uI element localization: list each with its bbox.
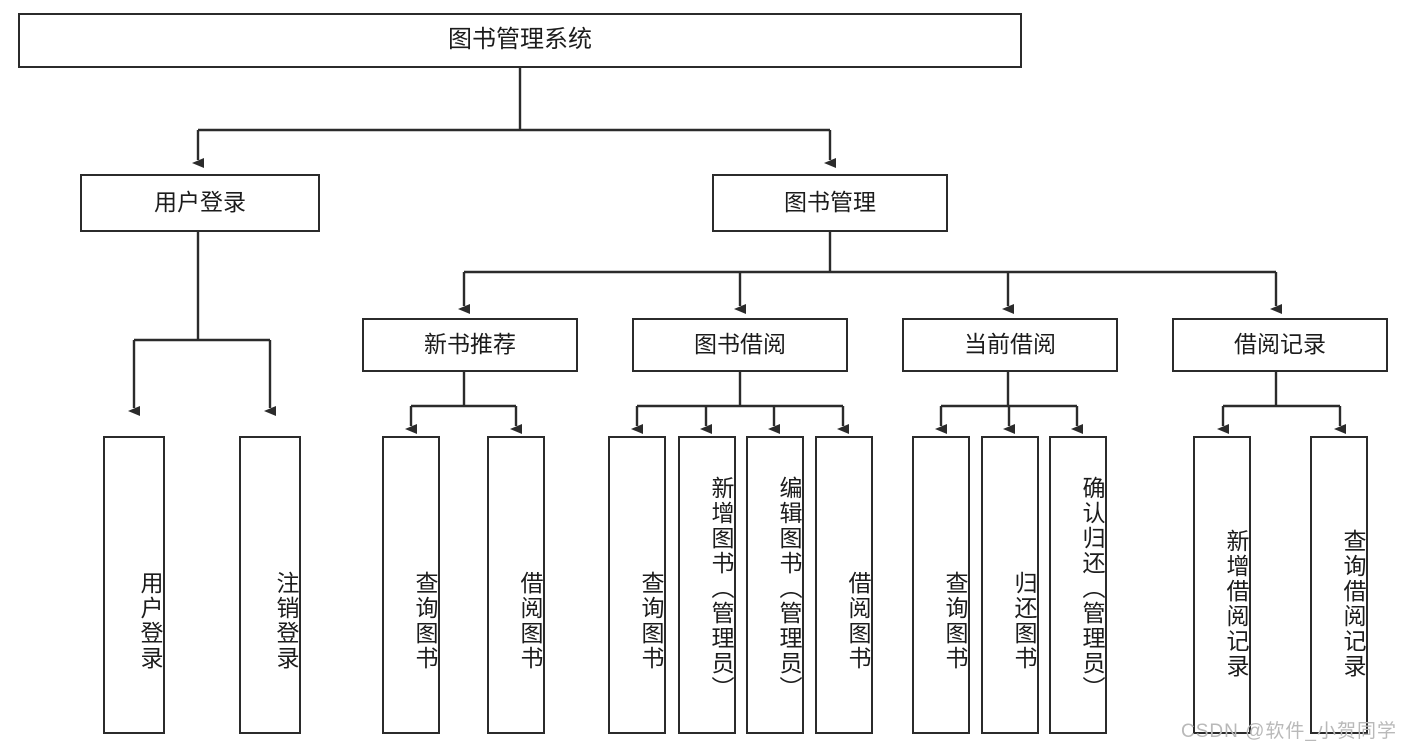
node-book-manage[interactable]: 图书管理 (712, 174, 948, 232)
node-label: 查询图书 (638, 571, 664, 671)
node-label: 新书推荐 (424, 331, 516, 358)
csdn-watermark: CSDN @软件_小贺同学 (1181, 721, 1397, 742)
node-user-login[interactable]: 用户登录 (80, 174, 320, 232)
node-leaf-confirm-return[interactable]: 确认归还（管理员） (1049, 436, 1107, 734)
node-leaf-logout[interactable]: 注销登录 (239, 436, 301, 734)
node-root-system[interactable]: 图书管理系统 (18, 13, 1022, 68)
node-new-book-recommend[interactable]: 新书推荐 (362, 318, 578, 372)
node-label: 当前借阅 (964, 331, 1056, 358)
node-label: 用户登录 (137, 571, 163, 671)
node-leaf-edit-book[interactable]: 编辑图书（管理员） (746, 436, 804, 734)
node-label: 新增借阅记录 (1223, 529, 1249, 679)
node-label: 查询图书 (412, 571, 438, 671)
node-leaf-query-book-2[interactable]: 查询图书 (608, 436, 666, 734)
node-leaf-borrow-book-2[interactable]: 借阅图书 (815, 436, 873, 734)
node-leaf-borrow-book-1[interactable]: 借阅图书 (487, 436, 545, 734)
node-leaf-add-record[interactable]: 新增借阅记录 (1193, 436, 1251, 734)
node-label: 新增图书（管理员） (708, 475, 734, 701)
node-label: 归还图书 (1011, 571, 1037, 671)
node-label: 图书管理 (784, 189, 876, 216)
node-leaf-query-book-1[interactable]: 查询图书 (382, 436, 440, 734)
node-leaf-return-book[interactable]: 归还图书 (981, 436, 1039, 734)
node-borrow-record[interactable]: 借阅记录 (1172, 318, 1388, 372)
node-label: 确认归还（管理员） (1079, 475, 1105, 701)
node-label: 图书借阅 (694, 331, 786, 358)
node-leaf-query-book-3[interactable]: 查询图书 (912, 436, 970, 734)
node-leaf-user-login[interactable]: 用户登录 (103, 436, 165, 734)
node-label: 编辑图书（管理员） (776, 475, 802, 701)
node-label: 用户登录 (154, 189, 246, 216)
node-label: 图书管理系统 (448, 26, 592, 54)
node-label: 注销登录 (273, 571, 299, 671)
node-current-borrow[interactable]: 当前借阅 (902, 318, 1118, 372)
node-label: 借阅图书 (517, 571, 543, 671)
node-label: 借阅图书 (845, 571, 871, 671)
node-leaf-query-record[interactable]: 查询借阅记录 (1310, 436, 1368, 734)
node-label: 查询借阅记录 (1340, 529, 1366, 679)
node-label: 查询图书 (942, 571, 968, 671)
node-label: 借阅记录 (1234, 331, 1326, 358)
node-leaf-add-book[interactable]: 新增图书（管理员） (678, 436, 736, 734)
node-book-borrow[interactable]: 图书借阅 (632, 318, 848, 372)
